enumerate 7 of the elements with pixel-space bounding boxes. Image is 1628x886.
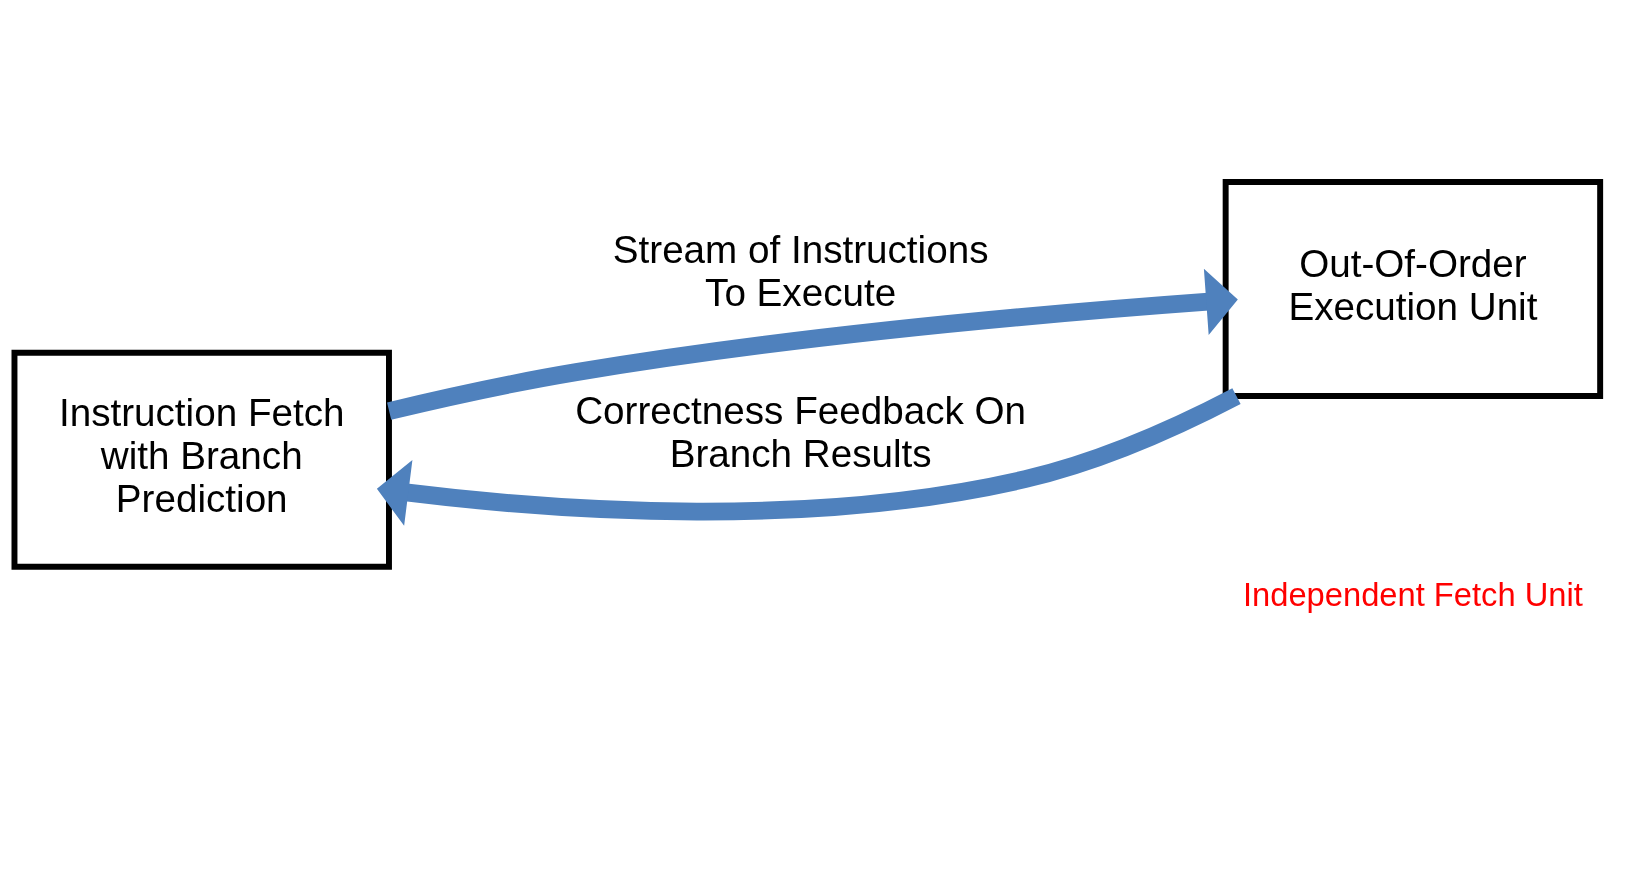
edge-label: Stream of Instructions To Execute [612,227,989,314]
edge-label: Correctness Feedback On Branch Results [575,388,1027,475]
arrow [387,268,1238,420]
node-box: Instruction Fetch with Branch Prediction [11,349,392,570]
node-box: Out-Of-Order Execution Unit [1222,178,1604,399]
arrow [376,387,1241,526]
label: Independent Fetch Unit [1242,575,1583,613]
